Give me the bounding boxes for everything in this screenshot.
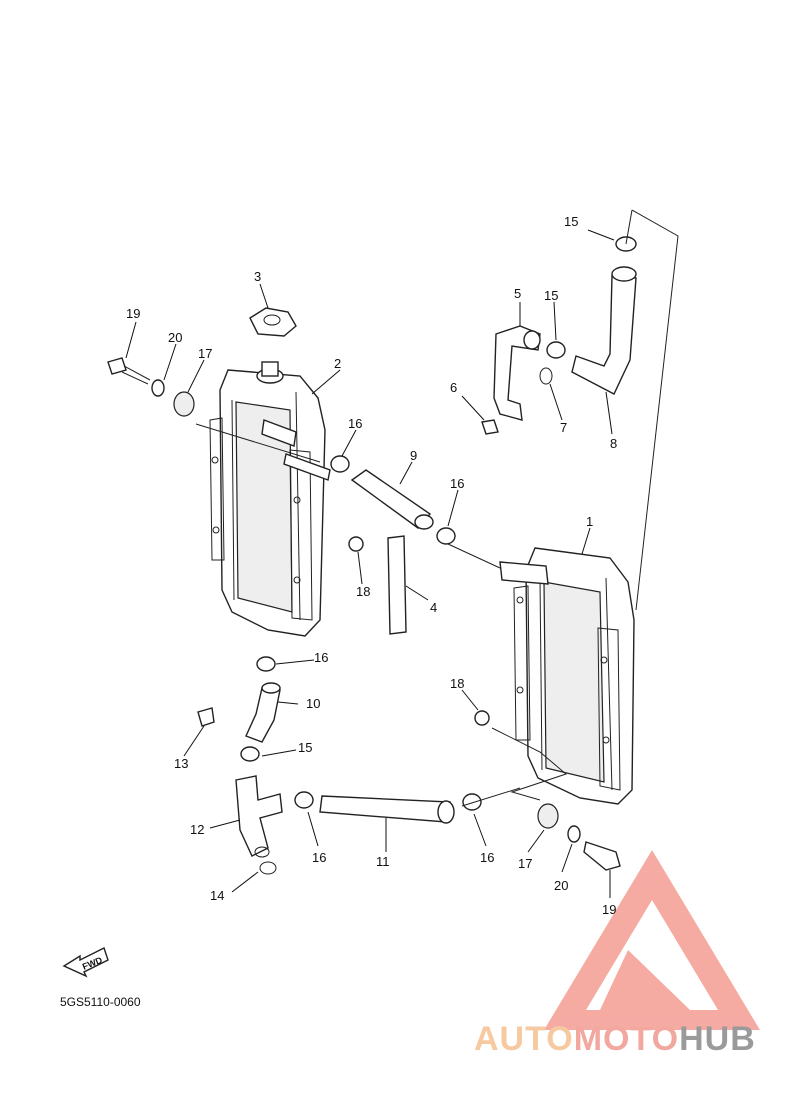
callout-3: 3 (254, 269, 261, 284)
callout-13: 13 (174, 756, 188, 771)
callout-17-left: 17 (198, 346, 212, 361)
callout-16-b: 16 (450, 476, 464, 491)
callout-20-right: 20 (554, 878, 568, 893)
leader-lines (125, 229, 615, 898)
fwd-arrow-icon: FWD (62, 947, 109, 978)
watermark-brand: AUTOMOTOHUB (474, 1020, 794, 1060)
callout-18-left: 18 (356, 584, 370, 599)
watermark-logo (544, 850, 760, 1030)
callout-16-a: 16 (348, 416, 362, 431)
callout-16-c: 16 (314, 650, 328, 665)
callout-19-right: 19 (602, 902, 616, 917)
callout-1: 1 (586, 514, 593, 529)
callout-11: 11 (376, 854, 390, 869)
diagram-code: 5GS5110-0060 (60, 995, 141, 1009)
watermark-part-auto: AUTO (474, 1020, 574, 1058)
callout-17-right: 17 (518, 856, 532, 871)
callout-19-left: 19 (126, 306, 140, 321)
callout-18-right: 18 (450, 676, 464, 691)
callout-2: 2 (334, 356, 341, 371)
hose-8 (571, 266, 637, 395)
radiator-cap (249, 307, 297, 337)
callout-12: 12 (190, 822, 204, 837)
hose-10 (245, 682, 281, 743)
callout-16-d: 16 (312, 850, 326, 865)
guard-4 (387, 535, 407, 635)
callout-15-top: 15 (564, 214, 578, 229)
callout-7: 7 (560, 420, 567, 435)
callout-15-mid: 15 (544, 288, 558, 303)
callout-8: 8 (610, 436, 617, 451)
callout-5: 5 (514, 286, 521, 301)
callout-10: 10 (306, 696, 320, 711)
hose-clamps (240, 236, 637, 811)
fasteners (107, 357, 621, 875)
hose-9 (350, 469, 434, 530)
right-radiator (499, 547, 635, 805)
hose-11 (319, 795, 455, 824)
callout-6: 6 (450, 380, 457, 395)
callout-20-left: 20 (168, 330, 182, 345)
callout-15-low: 15 (298, 740, 312, 755)
watermark-part-moto: MOTO (573, 1020, 680, 1058)
callout-labels: 1 2 3 4 5 6 7 8 9 10 11 12 13 14 15 15 1… (126, 214, 617, 917)
left-radiator (209, 361, 331, 637)
callout-14: 14 (210, 888, 224, 903)
callout-4: 4 (430, 600, 437, 615)
hose-5 (493, 325, 541, 421)
connection-lines (195, 209, 679, 807)
pipe-12 (235, 775, 283, 858)
callout-9: 9 (410, 448, 417, 463)
callout-16-e: 16 (480, 850, 494, 865)
watermark-part-hub: HUB (679, 1020, 756, 1058)
